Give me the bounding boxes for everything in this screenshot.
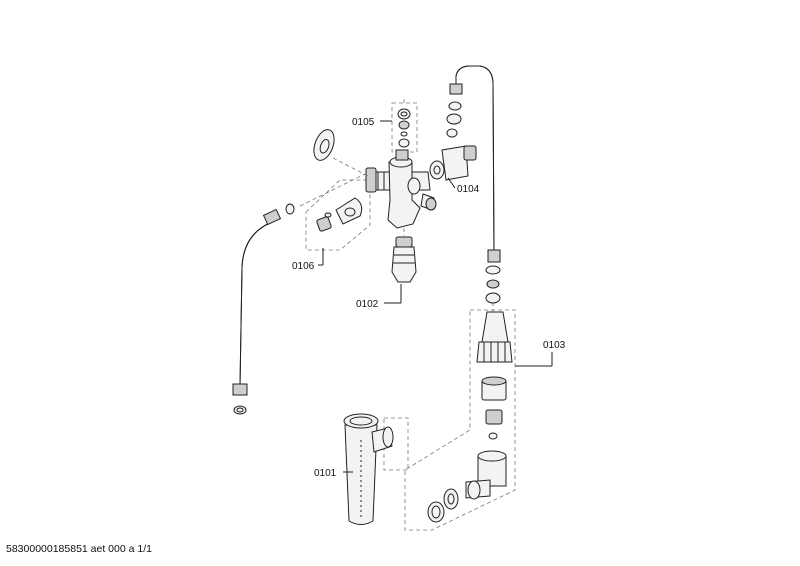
group-0101-box bbox=[383, 417, 409, 471]
group-0105-box bbox=[391, 102, 418, 153]
label-0104: 0104 bbox=[457, 184, 480, 195]
label-0101: 0101 bbox=[314, 468, 337, 479]
part-0101-drain-pipe bbox=[343, 413, 394, 525]
group-0106-box bbox=[305, 179, 371, 251]
part-0104-angle-valve bbox=[429, 128, 477, 181]
label-0106: 0106 bbox=[292, 261, 315, 272]
label-0105: 0105 bbox=[352, 117, 375, 128]
part-0103-filter-assembly bbox=[427, 311, 513, 523]
label-0102: 0102 bbox=[356, 299, 379, 310]
part-0102-cartridge bbox=[391, 236, 417, 283]
central-valve-body bbox=[365, 149, 437, 229]
label-0103: 0103 bbox=[543, 340, 566, 351]
wall-rosette bbox=[313, 129, 335, 161]
part-0106-plug bbox=[316, 197, 363, 232]
part-0105-seal-set bbox=[397, 108, 411, 148]
left-hose bbox=[232, 203, 295, 415]
drawing-number: 58300000185851 aet 000 a 1/1 bbox=[6, 543, 152, 555]
group-0103-box bbox=[404, 309, 516, 531]
